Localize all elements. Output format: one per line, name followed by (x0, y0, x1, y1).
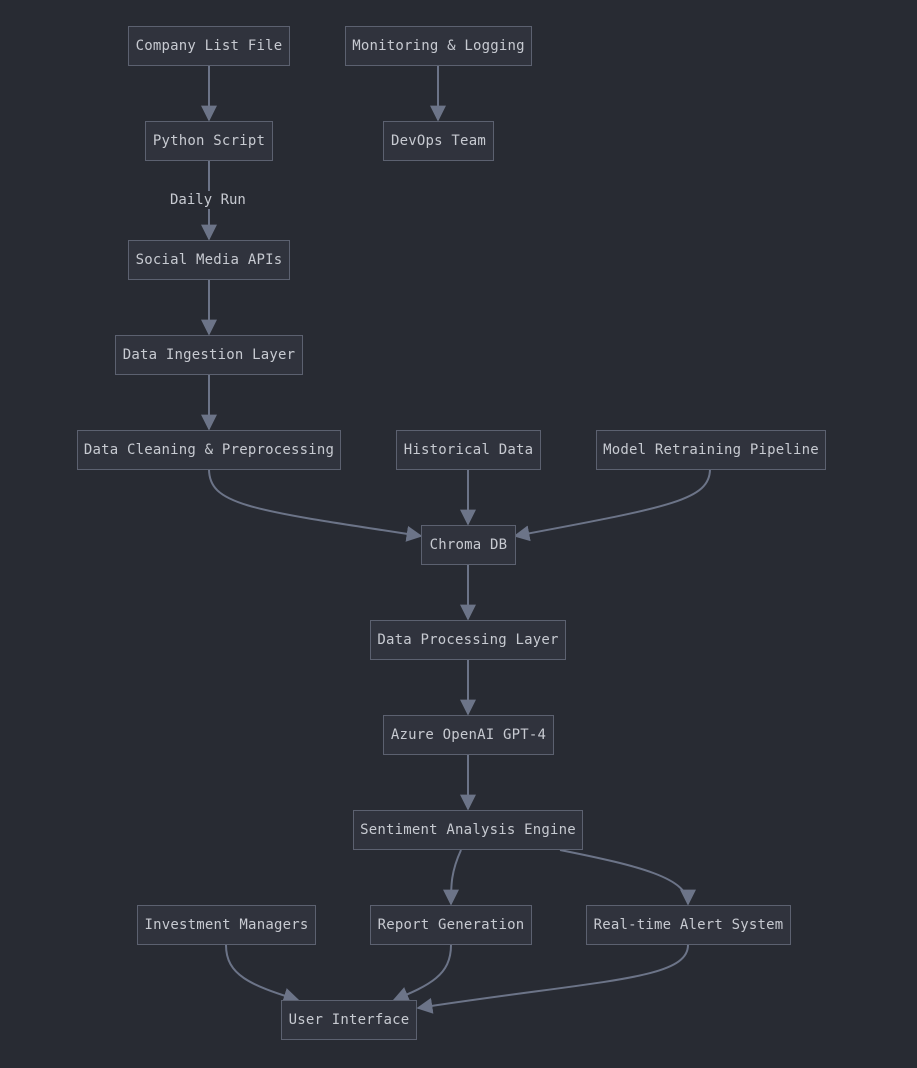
edge-investment-to-ui (225, 944, 300, 1004)
edge-label-daily-run: Daily Run (168, 191, 248, 209)
azure-openai-gpt4-node: Azure OpenAI GPT-4 (383, 715, 554, 755)
user-interface-node: User Interface (281, 1000, 417, 1040)
sentiment-analysis-engine-node: Sentiment Analysis Engine (353, 810, 583, 850)
model-retraining-pipeline-node: Model Retraining Pipeline (596, 430, 826, 470)
data-processing-layer-node: Data Processing Layer (370, 620, 566, 660)
chroma-db-node: Chroma DB (421, 525, 516, 565)
realtime-alert-system-node: Real-time Alert System (586, 905, 791, 945)
data-ingestion-layer-node: Data Ingestion Layer (115, 335, 303, 375)
monitoring-logging-node: Monitoring & Logging (345, 26, 532, 66)
edge-retraining-to-chroma (513, 468, 711, 542)
edge-sentiment-to-report (443, 849, 462, 906)
company-list-file-node: Company List File (128, 26, 290, 66)
devops-team-node: DevOps Team (383, 121, 494, 161)
data-cleaning-preprocessing-node: Data Cleaning & Preprocessing (77, 430, 341, 470)
historical-data-node: Historical Data (396, 430, 541, 470)
edge-alert-to-ui (416, 944, 689, 1014)
edge-report-to-ui (392, 944, 452, 1002)
edge-sentiment-to-alert (559, 849, 696, 906)
python-script-node: Python Script (145, 121, 273, 161)
investment-managers-node: Investment Managers (137, 905, 316, 945)
edge-cleaning-to-chroma (208, 468, 423, 542)
report-generation-node: Report Generation (370, 905, 532, 945)
social-media-apis-node: Social Media APIs (128, 240, 290, 280)
